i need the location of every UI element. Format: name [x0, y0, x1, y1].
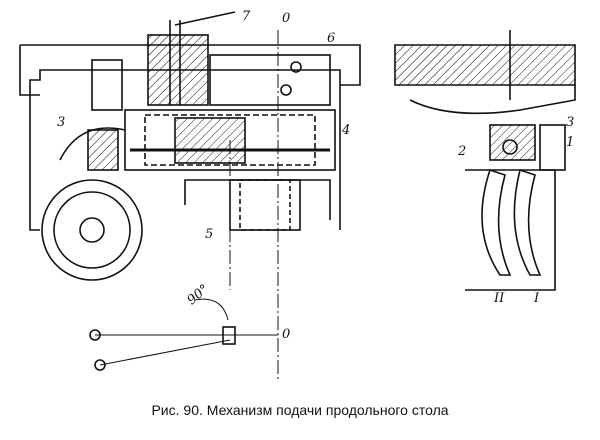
label-0-bottom: 0 [282, 327, 290, 342]
label-5: 5 [205, 227, 213, 242]
label-3-right: 3 [566, 115, 574, 130]
figure-caption: Рис. 90. Механизм подачи продольного сто… [151, 402, 449, 418]
label-0-top: 0 [282, 11, 290, 26]
label-2: 2 [457, 144, 466, 159]
labels: 7 0 6 3 4 5 90° 0 2 3 1 II I [57, 9, 574, 342]
label-I: I [533, 291, 540, 306]
label-4: 4 [341, 123, 350, 138]
label-3-left: 3 [57, 115, 65, 130]
label-angle: 90° [185, 282, 212, 308]
label-7: 7 [242, 9, 251, 24]
label-6: 6 [327, 31, 335, 46]
label-1: 1 [566, 135, 574, 150]
label-II: II [493, 291, 505, 306]
left-view [19, 11, 361, 380]
right-view [394, 30, 576, 291]
